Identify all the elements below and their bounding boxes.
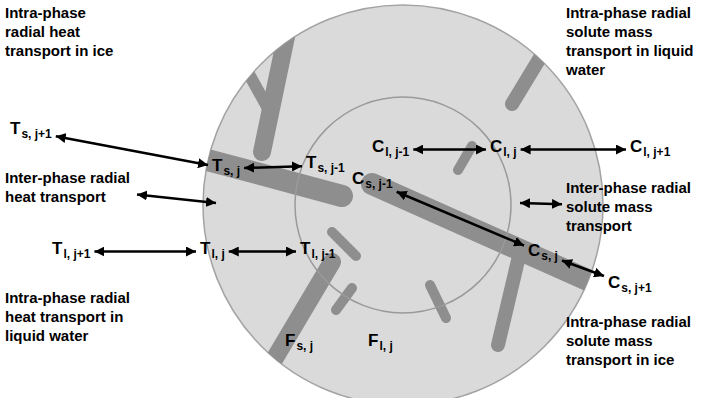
callout-text: Inter-phase radial heat transport bbox=[5, 169, 130, 205]
variable-symbol: Tl, j bbox=[200, 238, 225, 265]
variable-symbol: Cl, j-1 bbox=[372, 136, 409, 163]
variable-letter: C bbox=[490, 137, 502, 156]
transport-callout: Intra-phase radial heat transport in ice bbox=[5, 3, 130, 60]
variable-subscript: l, j+1 bbox=[63, 247, 90, 261]
variable-symbol: Tl, j-1 bbox=[300, 238, 335, 265]
variable-symbol: Fl, j bbox=[368, 330, 393, 357]
dendrite-branch bbox=[498, 252, 520, 345]
variable-symbol: Cl, j bbox=[490, 136, 517, 163]
dendrite-branch bbox=[262, 8, 292, 152]
variable-symbol: Ts, j-1 bbox=[306, 152, 345, 179]
variable-letter: C bbox=[630, 137, 642, 156]
transport-callout: Intra-phase radial solute mass transport… bbox=[566, 312, 714, 369]
transport-arrow bbox=[56, 136, 208, 165]
variable-subscript: s, j bbox=[223, 164, 240, 178]
transport-arrow bbox=[521, 148, 626, 151]
transport-arrow bbox=[244, 166, 302, 168]
callout-text: Intra-phase radial solute mass transport… bbox=[566, 4, 694, 78]
transport-arrow bbox=[94, 250, 196, 253]
variable-subscript: l, j+1 bbox=[643, 145, 670, 159]
dendrite-branch bbox=[250, 262, 332, 398]
variable-letter: T bbox=[306, 153, 316, 172]
inner-shell bbox=[295, 97, 511, 313]
callout-text: Intra-phase radial solute mass transport… bbox=[566, 313, 691, 368]
dendrite-branch bbox=[430, 285, 446, 318]
variable-subscript: l, j bbox=[379, 339, 392, 353]
variable-subscript: l, j-1 bbox=[385, 145, 409, 159]
variable-letter: T bbox=[52, 239, 62, 258]
variable-symbol: Cl, j+1 bbox=[630, 136, 670, 163]
variable-symbol: Ts, j bbox=[212, 155, 240, 182]
variable-subscript: s, j bbox=[296, 339, 313, 353]
variable-letter: T bbox=[10, 119, 20, 138]
variable-letter: C bbox=[372, 137, 384, 156]
variable-subscript: l, j-1 bbox=[311, 247, 335, 261]
variable-subscript: l, j bbox=[503, 145, 516, 159]
transport-arrow bbox=[229, 250, 296, 253]
dendrite-branch bbox=[512, 38, 552, 104]
callout-text: Intra-phase radial heat transport in ice bbox=[5, 4, 113, 59]
transport-arrow bbox=[137, 194, 216, 203]
transport-arrow bbox=[562, 260, 604, 275]
variable-symbol: Tl, j+1 bbox=[52, 238, 90, 265]
variable-subscript: s, j bbox=[541, 249, 558, 263]
variable-subscript: s, j-1 bbox=[317, 161, 344, 175]
variable-letter: C bbox=[528, 241, 540, 260]
variable-subscript: l, j bbox=[211, 247, 224, 261]
ice-dendrites bbox=[200, 8, 610, 398]
transport-arrow bbox=[413, 148, 486, 151]
transport-callout: Inter-phase radial heat transport bbox=[5, 168, 133, 206]
transport-arrow bbox=[397, 192, 524, 246]
variable-symbol: Cs, j-1 bbox=[352, 168, 393, 195]
variable-subscript: s, j+1 bbox=[21, 127, 51, 141]
transport-callout: Intra-phase radial heat transport in liq… bbox=[5, 288, 165, 345]
variable-symbol: Cs, j+1 bbox=[608, 272, 652, 299]
variable-letter: C bbox=[352, 169, 364, 188]
variable-letter: C bbox=[608, 273, 620, 292]
variable-subscript: s, j-1 bbox=[365, 177, 392, 191]
variable-symbol: Fs, j bbox=[285, 330, 313, 357]
variable-symbol: Ts, j+1 bbox=[10, 118, 52, 145]
transport-callout: Intra-phase radial solute mass transport… bbox=[566, 3, 714, 79]
transport-callout: Inter-phase radial solute mass transport bbox=[566, 178, 714, 235]
variable-letter: T bbox=[212, 156, 222, 175]
dendrite-branch bbox=[332, 232, 356, 256]
variable-letter: F bbox=[285, 331, 295, 350]
variable-letter: F bbox=[368, 331, 378, 350]
dendrite-branch bbox=[240, 58, 270, 112]
variable-subscript: s, j+1 bbox=[621, 281, 651, 295]
variable-letter: T bbox=[300, 239, 310, 258]
callout-text: Intra-phase radial heat transport in liq… bbox=[5, 289, 130, 344]
callout-text: Inter-phase radial solute mass transport bbox=[566, 179, 691, 234]
variable-letter: T bbox=[200, 239, 210, 258]
transport-arrow bbox=[520, 203, 562, 204]
variable-symbol: Cs, j bbox=[528, 240, 558, 267]
